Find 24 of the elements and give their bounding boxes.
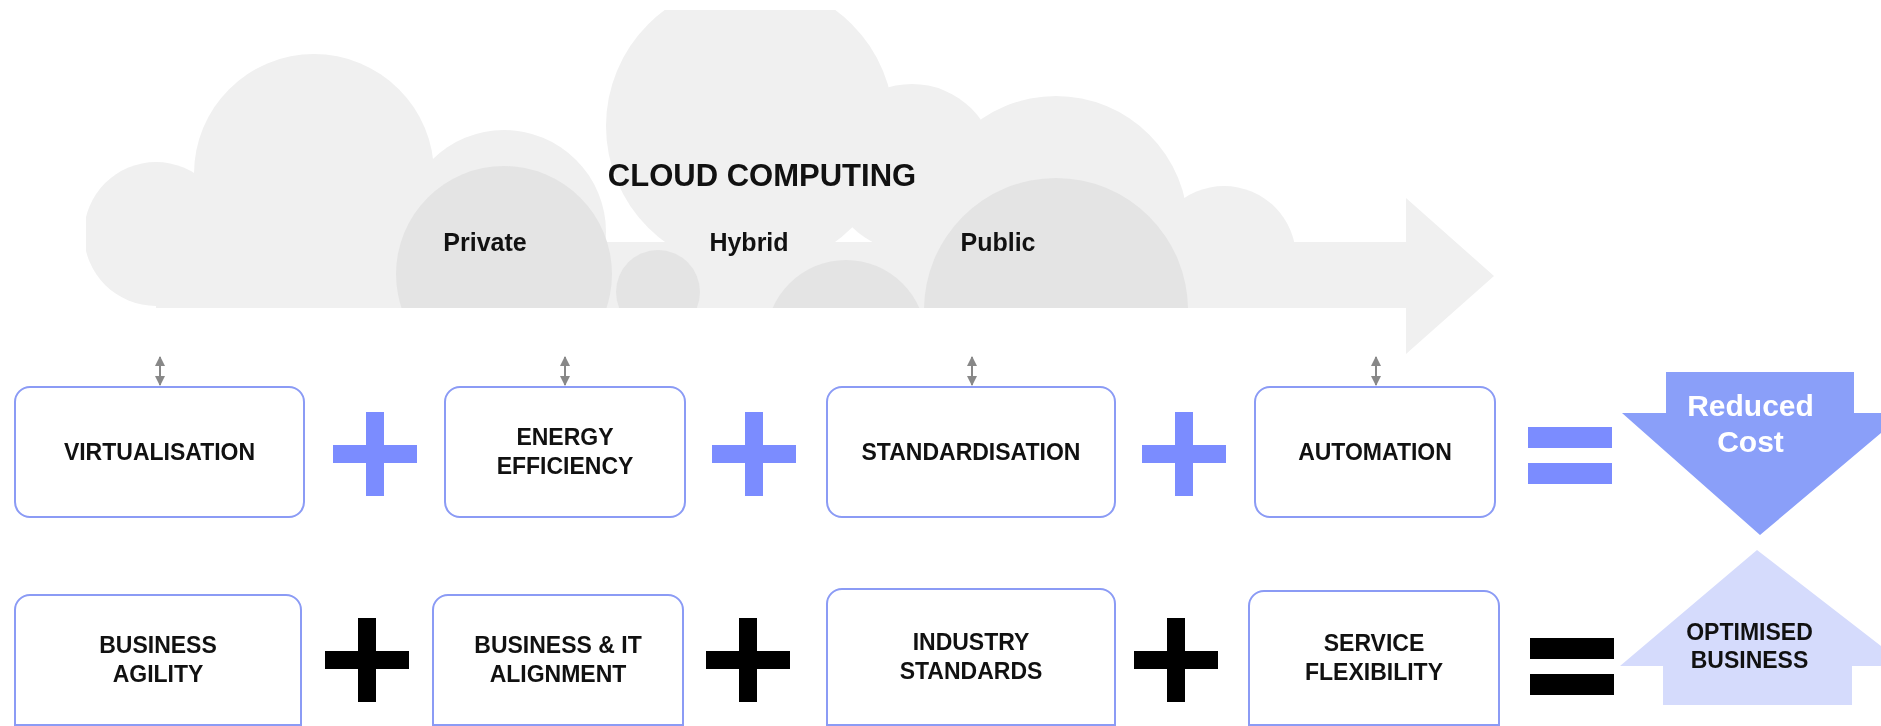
process-box [432,594,684,726]
process-box [1254,386,1496,518]
process-box [14,386,305,518]
box-label: AUTOMATION [1298,437,1452,467]
box-label: VIRTUALISATION [63,437,256,467]
double-arrow [1371,356,1381,386]
arrow-label: OPTIMISED BUSINESS [1685,619,1814,675]
double-arrow [155,356,165,386]
process-box [826,386,1116,518]
process-box [14,594,302,726]
box-label: STANDARDISATION [861,437,1081,467]
box-label: INDUSTRY STANDARDS [898,628,1044,686]
down-arrow-shape [1620,372,1881,536]
double-arrow [967,356,977,386]
process-box [826,588,1116,726]
up-arrow-shape [1618,550,1881,706]
process-box [444,386,686,518]
box-label: BUSINESS & IT ALIGNMENT [473,631,643,689]
arrow-label: Reduced Cost [1686,388,1815,460]
process-box [1248,590,1500,726]
double-arrow [560,356,570,386]
box-label: SERVICE FLEXIBILITY [1304,629,1444,687]
box-label: ENERGY EFFICIENCY [495,423,635,481]
box-label: BUSINESS AGILITY [98,631,218,689]
